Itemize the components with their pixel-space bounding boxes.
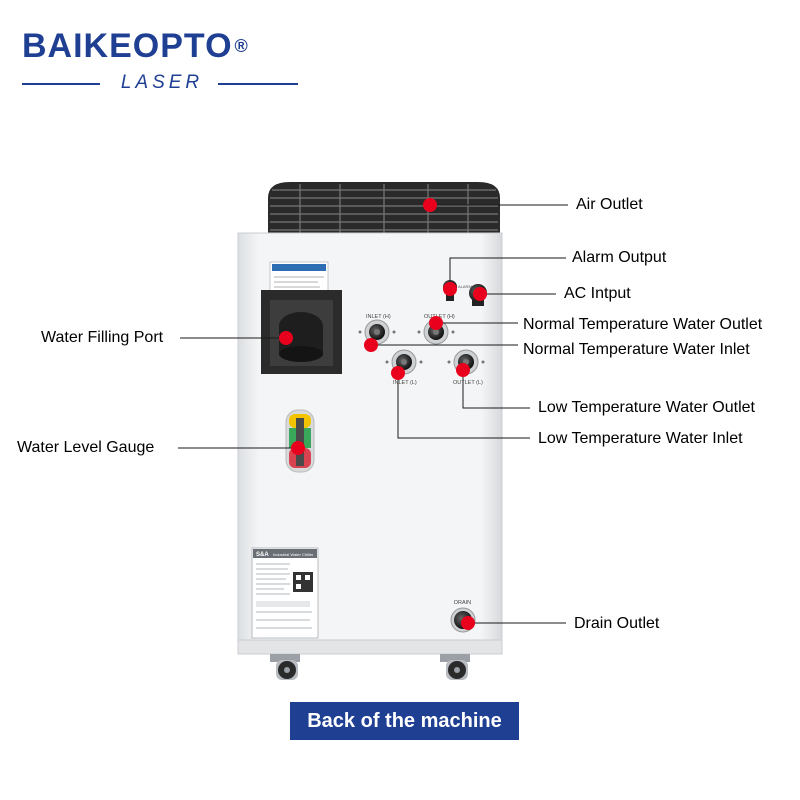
svg-text:ALARM: ALARM: [458, 284, 472, 289]
marker-drain: [461, 616, 475, 630]
nameplate-brand: S&A: [256, 552, 269, 558]
drain-text: DRAIN: [454, 600, 471, 606]
brand-name: BAIKEOPTO®: [22, 28, 322, 64]
inlet-h-text: INLET (H): [366, 314, 391, 320]
brand-rule-left: [22, 83, 100, 85]
water-filling-port: [261, 290, 342, 374]
registered-mark: ®: [234, 36, 249, 56]
caption-banner: Back of the machine: [290, 702, 519, 740]
left-caster: [270, 654, 300, 680]
water-level-gauge: [285, 409, 315, 473]
marker-filling-port: [279, 331, 293, 345]
inlet-l-text: INLET (L): [393, 380, 417, 386]
brand-rule-right: [218, 83, 298, 85]
marker-normal-outlet: [429, 316, 443, 330]
outlet-l-text: OUTLET (L): [453, 380, 483, 386]
marker-level-gauge: [291, 441, 305, 455]
brand-name-text: BAIKEOPTO: [22, 27, 233, 65]
brand-subtitle-row: LASER: [22, 72, 298, 93]
marker-alarm-output: [443, 282, 457, 296]
callout-low-temp-outlet: Low Temperature Water Outlet: [538, 399, 755, 416]
brand-subtitle: LASER: [120, 72, 204, 93]
callout-normal-temp-outlet: Normal Temperature Water Outlet: [523, 316, 763, 333]
callout-drain-outlet: Drain Outlet: [574, 615, 660, 632]
callout-water-level-gauge: Water Level Gauge: [17, 439, 155, 456]
marker-low-outlet: [456, 363, 470, 377]
fan-guard: [268, 182, 500, 235]
marker-ac-input: [473, 287, 487, 301]
top-info-label: [269, 261, 329, 293]
nameplate-title: Industrial Water Chiller: [273, 552, 314, 557]
right-caster: [440, 654, 470, 680]
callout-air-outlet: Air Outlet: [576, 196, 643, 213]
leader-lines: [178, 204, 568, 624]
marker-air-outlet: [423, 198, 437, 212]
callout-markers: [279, 198, 487, 630]
callout-ac-input: AC Intput: [564, 285, 631, 302]
callout-low-temp-inlet: Low Temperature Water Inlet: [538, 430, 743, 447]
nameplate: S&A Industrial Water Chiller: [251, 547, 319, 639]
marker-low-inlet: [391, 366, 405, 380]
marker-normal-inlet: [364, 338, 378, 352]
callout-normal-temp-inlet: Normal Temperature Water Inlet: [523, 341, 750, 358]
callout-alarm-output: Alarm Output: [572, 249, 667, 266]
callout-water-filling-port: Water Filling Port: [41, 329, 164, 346]
brand-logo: BAIKEOPTO® LASER: [22, 28, 322, 93]
